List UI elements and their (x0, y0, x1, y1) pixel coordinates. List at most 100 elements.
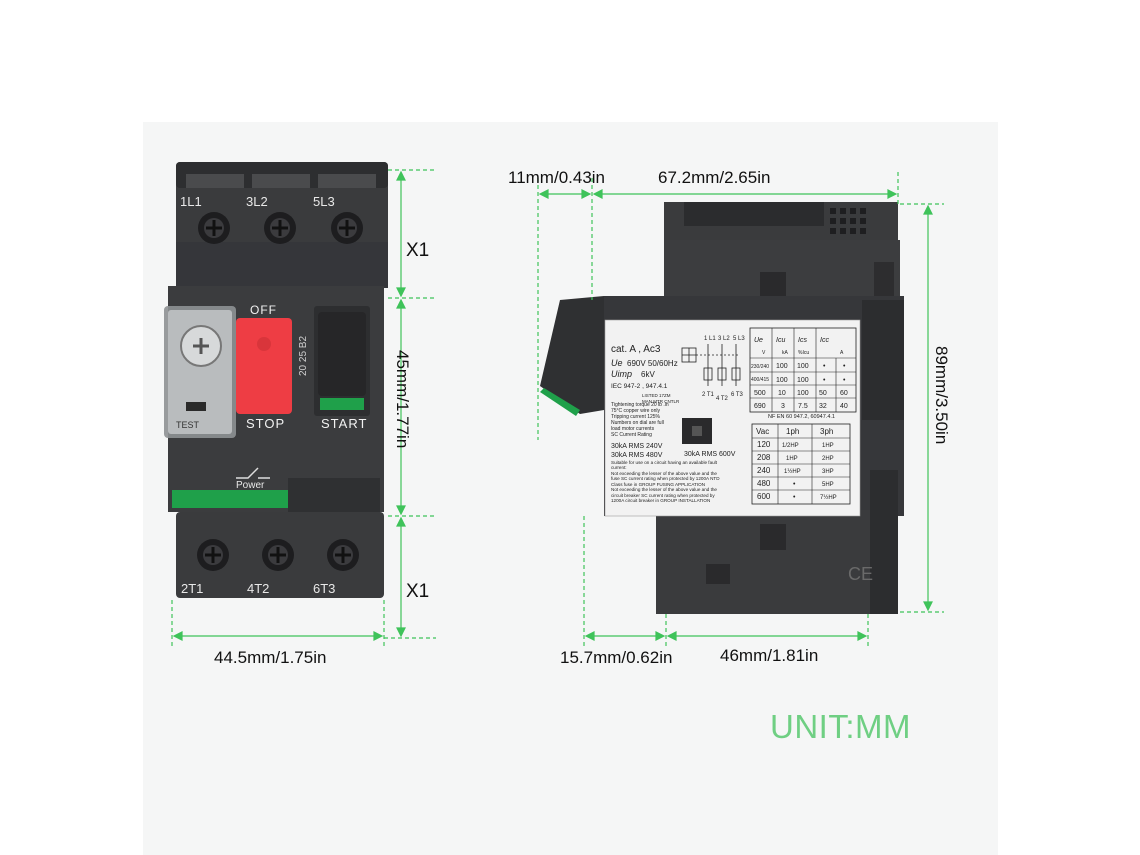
rt-h-ics: Ics (798, 337, 807, 344)
side-vent-grille (830, 208, 866, 234)
side-view-breaker: CE cat. A , Ac3 Ue 690V 50/60Hz Uimp 6kV… (540, 202, 904, 614)
rt-r1-c1: 100 (776, 377, 788, 384)
hp-r4-c2: 7½HP (820, 494, 837, 501)
terminal-5l3: 5L3 (313, 194, 335, 209)
hp-h-3ph: 3ph (820, 427, 833, 436)
unit-label: UNIT:MM (770, 708, 911, 745)
off-label: OFF (250, 303, 277, 317)
hp-r0-c0: 120 (757, 440, 771, 449)
svg-text:Ue: Ue (611, 358, 623, 368)
rt-r3-c1: 3 (781, 403, 785, 410)
rt-sh-picu: %Icu (798, 350, 809, 356)
dim-height-side: 89mm/3.50in (932, 346, 951, 444)
rating-label-panel (604, 319, 861, 517)
suitable-line-4: fuse SC current rating when protected by… (611, 476, 720, 481)
torque-line-2: 75°C copper wire only (611, 408, 660, 414)
rt-sh-ka: kA (782, 350, 789, 356)
torque-line-5: load motor currents (611, 426, 655, 432)
suitable-line-7: circuit breaker SC current rating when p… (611, 493, 715, 498)
terminal-4t2: 4T2 (247, 581, 269, 596)
hp-r1-c0: 208 (757, 453, 771, 462)
label-iec: IEC 947-2 , 947.4.1 (611, 383, 668, 390)
torque-line-1: Tightening torque 20 lb .in (611, 402, 669, 408)
hp-r1-c2: 2HP (822, 456, 834, 462)
dim-depth-bottom-b: 46mm/1.81in (720, 646, 818, 665)
test-label: TEST (176, 420, 200, 430)
dim-width-front: 44.5mm/1.75in (214, 648, 326, 667)
rt-r0-c1: 100 (776, 363, 788, 370)
torque-line-3: Tripping current 125% (611, 414, 661, 420)
start-label: START (321, 416, 367, 431)
label-nf-line: NF EN 60 947.2, 60947.4.1 (768, 414, 835, 420)
wiring-label-5: 4 T2 (716, 396, 729, 402)
rating-table (749, 327, 857, 413)
rt-r1-c2: 100 (797, 377, 809, 384)
rt-r0-c2: 100 (797, 363, 809, 370)
rt-h-icc: Icc (820, 337, 829, 344)
dim-depth-top-b: 67.2mm/2.65in (658, 168, 770, 187)
stop-button (236, 318, 292, 414)
hp-r0-c2: 1HP (822, 443, 834, 449)
rt-r0-c0: 230/240 (751, 364, 769, 370)
wiring-diagram-icon (681, 344, 741, 386)
suitable-line-8: 1200A circuit breaker in GROUP INSTALLAT… (611, 498, 710, 503)
rt-sh-a: A (840, 350, 844, 356)
rt-r0-c3: • (823, 363, 826, 370)
rt-r2-c4: 60 (840, 390, 848, 397)
top-terminal-screws (198, 212, 363, 244)
front-view-breaker: 1L1 3L2 5L3 TEST OFF STOP 20 25 B2 START… (164, 162, 388, 598)
label-uimp-line: 6kV (641, 370, 655, 379)
rt-r3-c4: 40 (840, 403, 848, 410)
ce-mark: CE (848, 564, 873, 584)
dial-label: 20 25 B2 (298, 336, 309, 376)
suitable-line-6: Not exceeding the lesser of the above va… (611, 487, 717, 492)
dim-x1-bottom: X1 (406, 581, 429, 602)
wiring-label-2: 3 L2 (718, 336, 730, 342)
rt-r1-c0: 400/415 (751, 377, 769, 383)
hp-r0-c1: 1/2HP (782, 443, 799, 449)
rt-r2-c1: 10 (778, 390, 786, 397)
ka-line-2: 30kA RMS 480V (611, 452, 663, 459)
hp-h-vac: Vac (756, 427, 769, 436)
hp-r3-c2: 5HP (822, 482, 834, 488)
rt-r2-c3: 50 (819, 390, 827, 397)
power-label: Power (236, 480, 265, 491)
hp-r4-c1: • (793, 494, 796, 501)
rt-h-icu: Icu (776, 337, 785, 344)
rt-r2-c2: 100 (797, 390, 809, 397)
bottom-terminal-screws (197, 539, 359, 571)
dim-height-mid: 45mm/1.77in (393, 350, 412, 448)
suitable-line-5: Class fuse in GROUP FUSING APPLICATION (611, 482, 705, 487)
label-listed: LISTED 17ZM (642, 393, 671, 398)
suitable-line-1: Suitable for use on a circuit having an … (611, 460, 718, 465)
terminal-1l1: 1L1 (180, 194, 202, 209)
terminal-2t1: 2T1 (181, 581, 203, 596)
hp-table (751, 423, 851, 505)
ka-line-1: 30kA RMS 240V (611, 443, 663, 450)
label-cat: cat. A , Ac3 (611, 344, 661, 355)
hp-r3-c0: 480 (757, 479, 771, 488)
label-man-mtr: MAN MTR CNTLR (642, 399, 680, 404)
dim-depth-top-a: 11mm/0.43in (508, 168, 605, 187)
suitable-line-2: current: (611, 465, 627, 470)
terminal-6t3: 6T3 (313, 581, 335, 596)
hp-h-1ph: 1ph (786, 427, 799, 436)
hp-r4-c0: 600 (757, 492, 771, 501)
dim-depth-bottom-a: 15.7mm/0.62in (560, 648, 672, 667)
hp-r2-c1: 1½HP (784, 468, 801, 475)
rt-sh-v: V (762, 350, 766, 356)
stop-label: STOP (246, 416, 285, 431)
wiring-label-6: 6 T3 (731, 392, 744, 398)
dim-x1-top: X1 (406, 240, 429, 261)
wiring-label-3: 5 L3 (733, 336, 745, 342)
rt-r3-c2: 7.5 (798, 403, 808, 410)
rt-r0-c4: • (843, 363, 846, 370)
hp-r1-c1: 1HP (786, 456, 798, 462)
rt-r1-c4: • (843, 377, 846, 384)
terminal-3l2: 3L2 (246, 194, 268, 209)
svg-text:Uimp: Uimp (611, 369, 632, 379)
hp-r3-c1: • (793, 481, 796, 488)
hp-r2-c2: 3HP (822, 469, 834, 475)
torque-line-6: SC Current Rating (611, 432, 652, 438)
